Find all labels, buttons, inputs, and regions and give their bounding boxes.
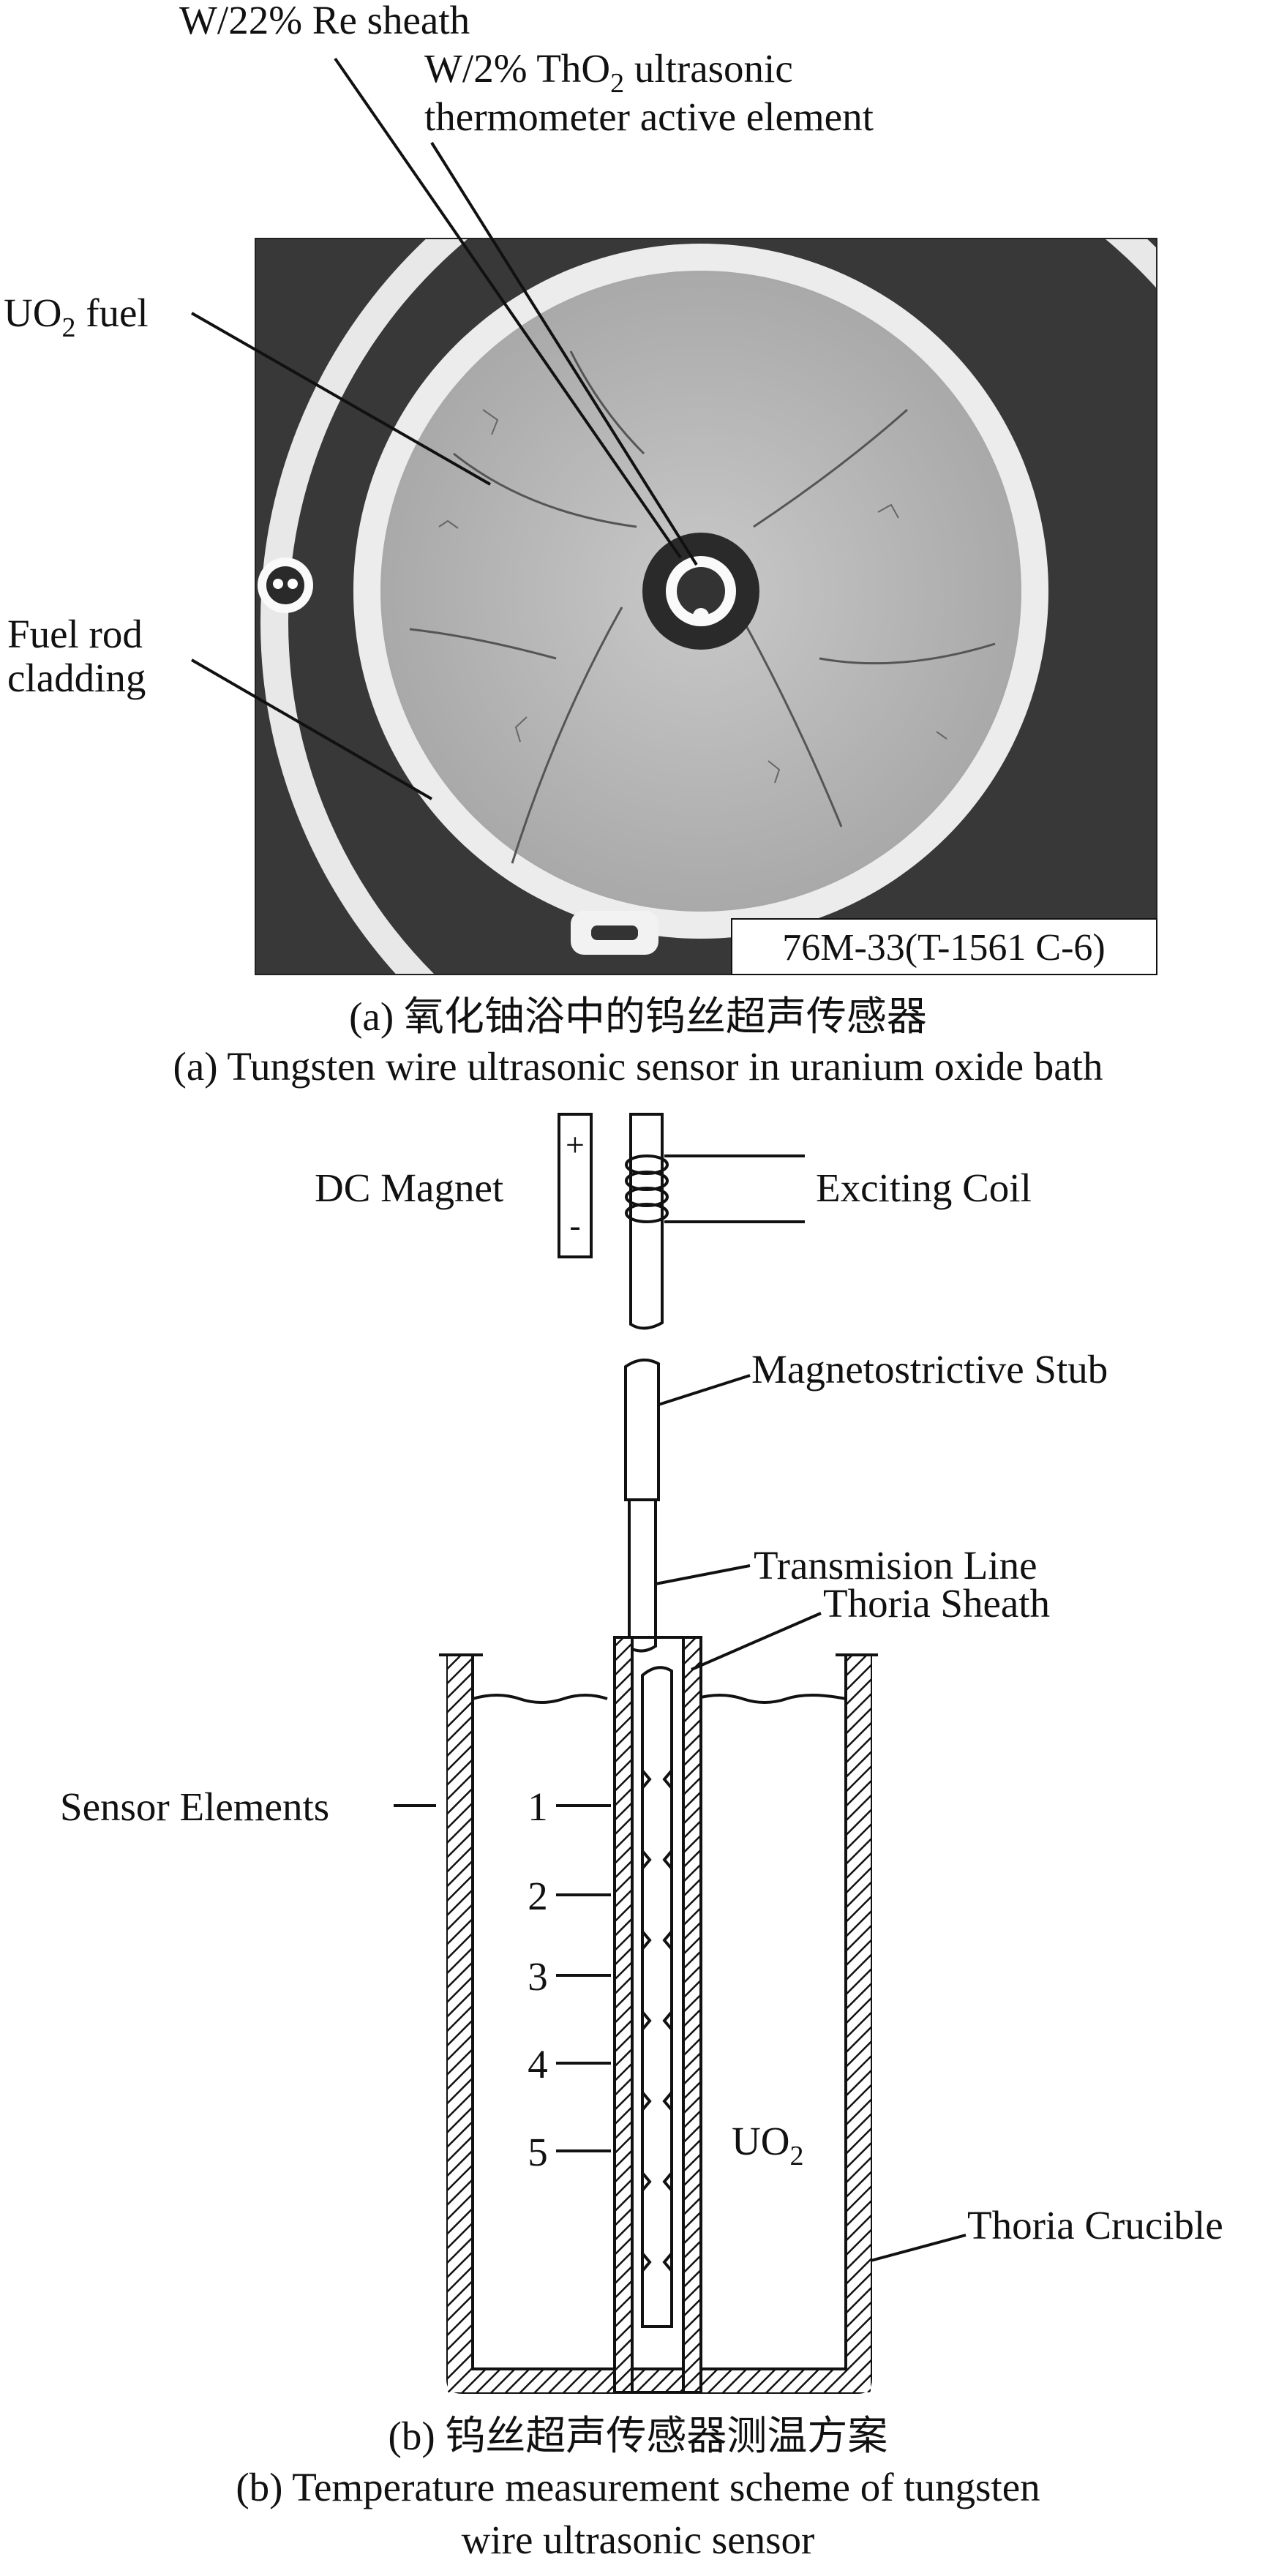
sensor-wire <box>641 1666 673 2328</box>
magnet-minus: - <box>569 1206 580 1244</box>
line-label: Transmision Line <box>754 1543 1037 1588</box>
thoria-crucible <box>439 1653 878 2394</box>
caption-a-cn: (a) 氧化铀浴中的钨丝超声传感器 <box>349 994 927 1039</box>
caption-b-en-line2: wire ultrasonic sensor <box>462 2517 815 2562</box>
leader-element <box>430 141 698 566</box>
magnetostrictive-stub <box>624 1358 660 1501</box>
coil-label: Exciting Coil <box>816 1165 1032 1210</box>
transmission-line <box>628 1498 657 1653</box>
photo-border <box>255 238 1157 975</box>
caption-b-cn: (b) 钨丝超声传感器测温方案 <box>389 2414 888 2458</box>
fuel-photo <box>255 239 1157 975</box>
element-number-5: 5 <box>528 2130 548 2174</box>
cladding-label-line2: cladding <box>7 656 146 700</box>
leader-sheath <box>334 57 682 559</box>
sheath-b-label: Thoria Sheath <box>823 1581 1050 1626</box>
photo-id-box <box>731 918 1157 975</box>
sheath-label: W/22% Re sheath <box>179 0 470 42</box>
melt-surface <box>472 1694 847 1704</box>
element-number-3: 3 <box>528 1954 548 1999</box>
uo2-label: UO2 <box>732 2119 803 2171</box>
dc-magnet <box>558 1113 593 1258</box>
leader-stub <box>658 1374 751 1406</box>
stub-label: Magnetostrictive Stub <box>751 1347 1108 1392</box>
element-number-1: 1 <box>528 1784 548 1829</box>
sensor-elements-label: Sensor Elements <box>60 1784 329 1829</box>
leader-fuel <box>191 312 491 486</box>
fuel-label: UO2 fuel <box>4 290 149 343</box>
element-label-line2: thermometer active element <box>424 94 874 139</box>
element-number-2: 2 <box>528 1874 548 1918</box>
panel-b: + - <box>60 1113 1223 2562</box>
photo-id-label: 76M-33(T-1561 C-6) <box>782 927 1106 969</box>
leader-line <box>655 1564 751 1585</box>
cladding-label-line1: Fuel rod <box>7 612 143 656</box>
panel-a: 76M-33(T-1561 C-6) W/22% Re sheath W/2% … <box>4 0 1157 1089</box>
exciting-coil-winding <box>625 1154 669 1223</box>
magnet-plus: + <box>566 1126 585 1163</box>
thoria-sheath <box>613 1636 702 2394</box>
leader-sheath-b <box>691 1612 822 1671</box>
caption-b-en-line1: (b) Temperature measurement scheme of tu… <box>236 2465 1040 2509</box>
leader-crucible <box>870 2234 967 2262</box>
element-number-4: 4 <box>528 2042 548 2087</box>
element-label-line1: W/2% ThO2 ultrasonic <box>424 46 793 99</box>
leader-cladding <box>190 658 433 800</box>
magnet-label: DC Magnet <box>315 1165 503 1210</box>
caption-a-en: (a) Tungsten wire ultrasonic sensor in u… <box>173 1044 1103 1089</box>
crucible-label: Thoria Crucible <box>967 2203 1223 2248</box>
sensor-notches <box>641 1769 673 2272</box>
